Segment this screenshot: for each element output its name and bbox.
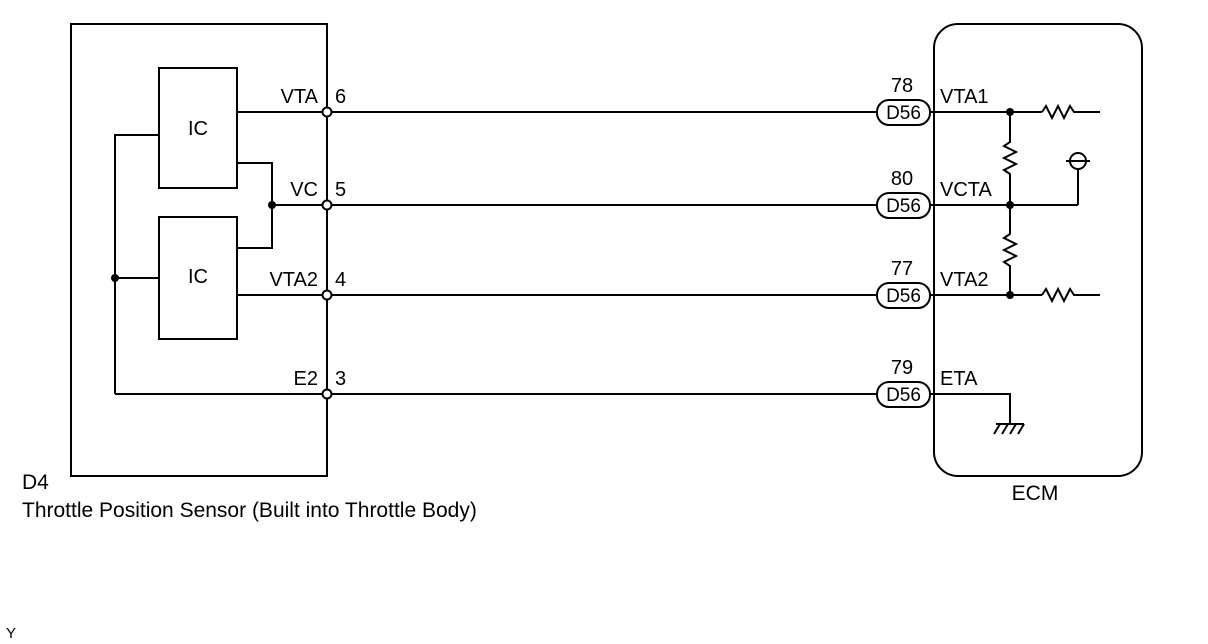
ic-bottom xyxy=(158,216,238,340)
signal-line-vta: VTA 6 78 D56 VTA1 xyxy=(237,75,1042,126)
resistor-vta1 xyxy=(1041,103,1100,121)
sensor-terminal-label: VTA2 xyxy=(269,269,318,291)
sensor-pin-number: 3 xyxy=(335,368,346,390)
ic-bottom-label: IC xyxy=(188,266,208,288)
ic-top-label: IC xyxy=(188,118,208,140)
ecm-pin-number: 80 xyxy=(891,168,913,190)
sensor-name-label: Throttle Position Sensor (Built into Thr… xyxy=(22,499,477,522)
ecm-label: ECM xyxy=(1012,482,1059,505)
sensor-pin-number: 5 xyxy=(335,179,346,201)
footer-mark: Y xyxy=(6,625,16,642)
sensor-internal-wiring xyxy=(111,134,276,394)
ecm-terminal-label: ETA xyxy=(940,368,978,390)
ecm-terminal-label: VTA2 xyxy=(940,269,989,291)
sensor-code-label: D4 xyxy=(22,471,49,494)
ecm-pin-number: 79 xyxy=(891,357,913,379)
ecm-terminal-label: VTA1 xyxy=(940,86,989,108)
sensor-pin-terminal xyxy=(321,199,333,211)
ecm-pin-number: 77 xyxy=(891,258,913,280)
connector-label: D56 xyxy=(886,103,921,124)
connector-label: D56 xyxy=(886,196,921,217)
sensor-pin-number: 4 xyxy=(335,269,346,291)
sensor-terminal-label: VTA xyxy=(281,86,319,108)
ecm-box xyxy=(933,23,1143,477)
ic-top xyxy=(158,67,238,189)
sensor-pin-terminal xyxy=(321,289,333,301)
connector-label: D56 xyxy=(886,385,921,406)
sensor-pin-number: 6 xyxy=(335,86,346,108)
sensor-pin-terminal xyxy=(321,388,333,400)
signal-line-vta2: VTA2 4 77 D56 VTA2 xyxy=(237,258,1042,309)
sensor-pin-terminal xyxy=(321,106,333,118)
connector-label: D56 xyxy=(886,286,921,307)
resistor-vta2 xyxy=(1041,286,1100,304)
ecm-terminal-label: VCTA xyxy=(940,179,993,201)
sensor-terminal-label: VC xyxy=(290,179,318,201)
sensor-terminal-label: E2 xyxy=(294,368,318,390)
ground-icon xyxy=(993,423,1025,435)
ecm-pin-number: 78 xyxy=(891,75,913,97)
signal-line-e2: E2 3 79 D56 ETA xyxy=(115,357,1011,424)
ecm-internal-circuit xyxy=(993,103,1100,435)
signal-line-vc: VC 5 80 D56 VCTA xyxy=(272,168,1078,219)
